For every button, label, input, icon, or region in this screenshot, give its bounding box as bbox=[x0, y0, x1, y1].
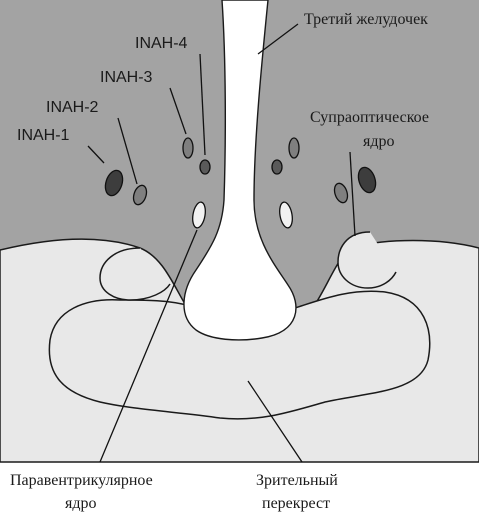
paraventricular-right-nucleus bbox=[279, 201, 293, 229]
right-supraoptic-bulge bbox=[337, 231, 397, 289]
label-supraoptic-line2: ядро bbox=[363, 133, 395, 150]
leader-inah4 bbox=[199, 53, 206, 156]
leader-inah2 bbox=[117, 117, 138, 185]
inah4-left-nucleus bbox=[199, 159, 211, 175]
label-third-ventricle: Третий желудочек bbox=[304, 11, 428, 28]
label-optic-chiasm-line1: Зрительный bbox=[256, 472, 338, 489]
third-ventricle bbox=[183, 0, 297, 341]
inah1-right-nucleus bbox=[357, 166, 377, 194]
left-supraoptic-bulge bbox=[99, 247, 171, 301]
label-optic-chiasm-line2: перекрест bbox=[262, 495, 330, 512]
inah4-right-nucleus bbox=[271, 159, 283, 175]
label-paraventricular-line1: Паравентрикулярное bbox=[10, 472, 153, 489]
inah2-left-nucleus bbox=[132, 184, 148, 206]
inah3-left-nucleus bbox=[182, 137, 194, 159]
label-paraventricular-line2: ядро bbox=[65, 495, 97, 512]
leader-third-ventricle bbox=[257, 23, 299, 55]
paraventricular-left-nucleus bbox=[192, 201, 206, 229]
inah1-left-nucleus bbox=[104, 169, 124, 197]
label-inah3: INAH-3 bbox=[100, 69, 153, 86]
label-supraoptic-line1: Супраоптическое bbox=[310, 109, 429, 126]
leader-inah3 bbox=[169, 87, 187, 135]
leader-optic-chiasm bbox=[247, 380, 303, 463]
label-inah4: INAH-4 bbox=[135, 35, 188, 52]
label-inah1: INAH-1 bbox=[17, 127, 70, 144]
leader-paraventricular bbox=[99, 229, 198, 463]
leader-inah1 bbox=[87, 145, 105, 164]
inah3-right-nucleus bbox=[288, 137, 300, 159]
inah2-right-nucleus bbox=[333, 182, 349, 204]
leader-supraoptic bbox=[349, 151, 356, 237]
label-inah2: INAH-2 bbox=[46, 99, 99, 116]
